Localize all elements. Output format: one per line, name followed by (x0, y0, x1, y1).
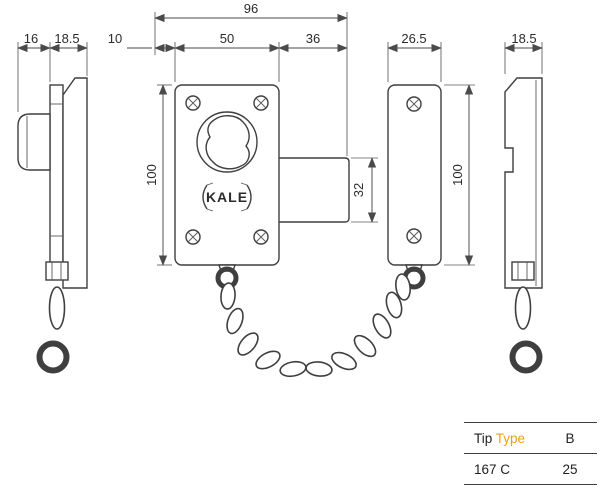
dim-100-left-label: 100 (144, 164, 159, 186)
dimension-100-left: 100 (144, 84, 172, 266)
spec-value-b: 25 (562, 461, 578, 477)
round-link-right (509, 340, 543, 374)
keeper-profile (504, 77, 543, 289)
corner-screws (185, 95, 269, 245)
pivot-nut-right (511, 261, 535, 281)
dimension-16: 16 (17, 31, 51, 112)
pivot-nut-left (45, 261, 69, 281)
oval-link-right (514, 286, 532, 330)
dimension-100-right: 100 (444, 84, 475, 266)
dimension-32: 32 (351, 157, 378, 223)
dimension-96: 96 (154, 1, 348, 156)
dim-10-label: 10 (108, 31, 122, 46)
keeper-plate (387, 84, 442, 266)
dim-100-right-label: 100 (450, 164, 465, 186)
round-link-left (36, 340, 70, 374)
front-view-keeper (387, 84, 442, 290)
spec-header-type: Tip Type (474, 431, 525, 446)
spec-table-header-row: Tip Type B (464, 422, 597, 454)
dimension-26-5: 26.5 (387, 31, 442, 82)
side-view-right (504, 77, 543, 374)
dim-16-label: 16 (24, 31, 38, 46)
dim-96-label: 96 (244, 1, 258, 16)
spec-table-data-row: 167 C 25 (464, 454, 597, 485)
knob-profile (17, 113, 51, 171)
dimension-36: 36 (278, 31, 348, 53)
front-view-lock: KALE (174, 84, 350, 290)
dimension-10: 10 (108, 31, 176, 53)
dim-26-5-label: 26.5 (401, 31, 426, 46)
cam-knob-shape (205, 115, 250, 170)
side-view-left (17, 77, 88, 374)
spec-header-type-label: Type (495, 430, 526, 446)
dim-36-label: 36 (306, 31, 320, 46)
dimension-50: 50 (174, 31, 280, 82)
oval-link-left (48, 286, 66, 330)
chain (220, 273, 411, 378)
front-plate-profile (49, 84, 64, 266)
dimension-18-5-right: 18.5 (504, 31, 543, 74)
spec-value-type: 167 C (474, 461, 511, 477)
dimension-18-5-left: 18.5 (49, 31, 88, 76)
spec-header-tip-label: Tip (474, 430, 493, 446)
dim-18-5-left-label: 18.5 (54, 31, 79, 46)
cylinder-circle (196, 111, 258, 173)
spec-header-b-label: B (565, 430, 575, 446)
dim-50-label: 50 (220, 31, 234, 46)
brand-logo: KALE (202, 182, 252, 212)
dim-32-label: 32 (351, 183, 366, 197)
dim-18-5-right-label: 18.5 (511, 31, 536, 46)
bolt-bar (279, 157, 350, 223)
spec-table: Tip Type B 167 C 25 (464, 422, 597, 485)
housing-profile (62, 77, 88, 289)
brand-logo-text: KALE (206, 189, 248, 205)
